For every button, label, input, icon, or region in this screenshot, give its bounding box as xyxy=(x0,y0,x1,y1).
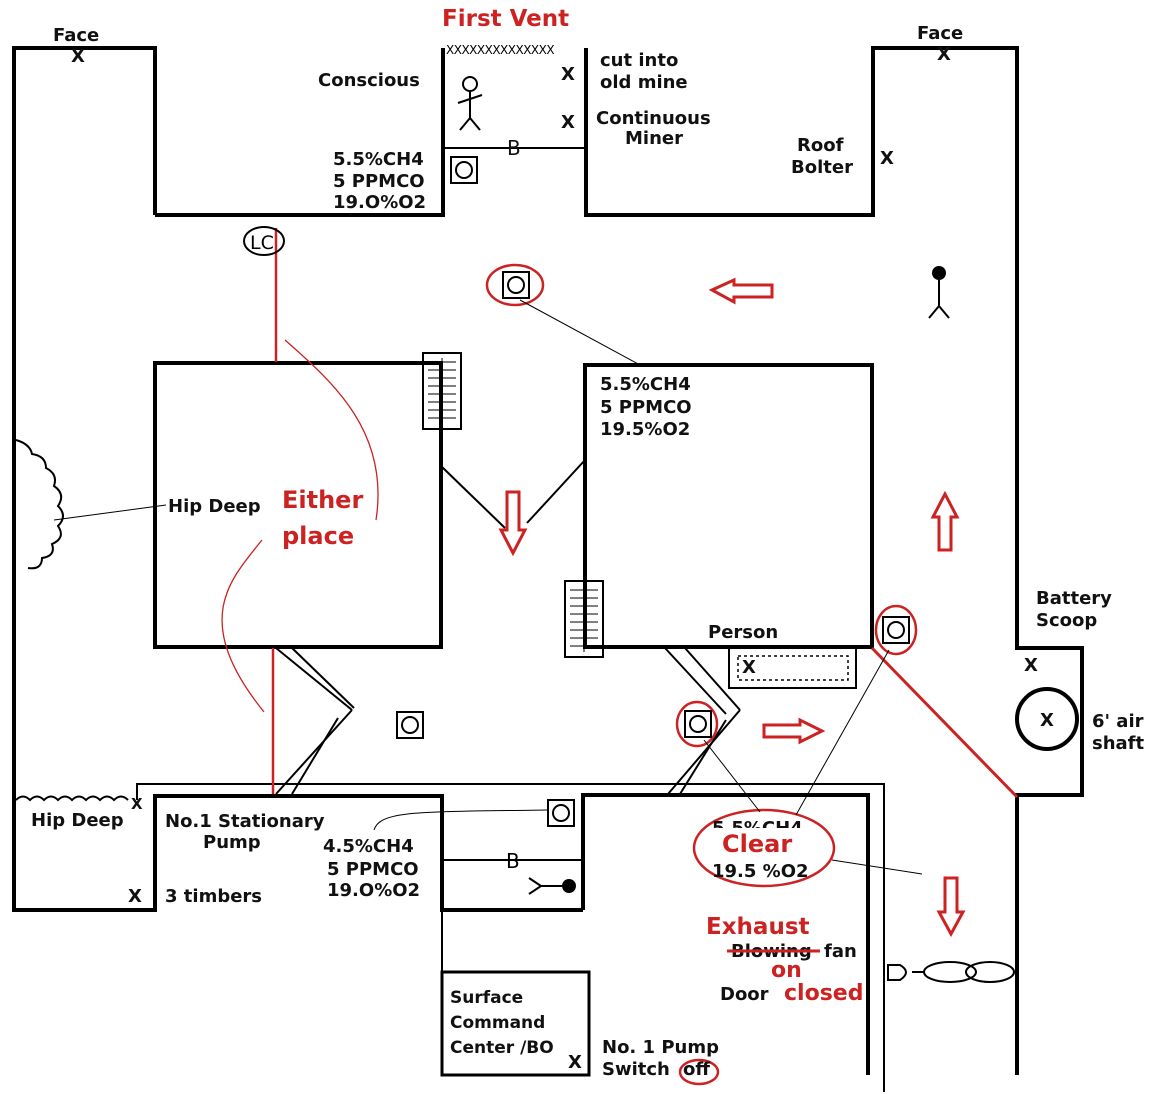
roof-fall-left xyxy=(15,439,64,570)
ventilation-controls xyxy=(275,459,741,795)
mine-walls xyxy=(12,46,1084,1077)
on-label: on xyxy=(771,958,802,983)
air-shaft-icon xyxy=(1015,687,1079,751)
gas-mid-co: 5 PPMCO xyxy=(600,397,692,418)
gas-low-co: 5 PPMCO xyxy=(327,859,419,880)
door-label: Door xyxy=(720,984,769,1005)
either-label: Either xyxy=(282,486,363,514)
person-icon-conscious xyxy=(457,76,483,131)
overcast-ladder-top xyxy=(422,352,462,430)
highlight-circles xyxy=(485,263,918,1086)
roof-fall-bottom xyxy=(15,795,129,802)
b-low-label: B xyxy=(506,849,520,873)
timbers-x: X xyxy=(128,886,142,907)
face-right-label: Face xyxy=(917,23,963,44)
arrow-down-mid xyxy=(498,490,528,557)
roof-bolter-label-2: Bolter xyxy=(791,157,853,178)
cut-into-label-2: old mine xyxy=(600,72,688,93)
no1-pump-label: No. 1 Pump xyxy=(602,1037,719,1058)
off-label: off xyxy=(683,1059,710,1080)
arrow-left-top xyxy=(708,277,774,305)
lifeline xyxy=(221,228,1019,799)
closed-label: closed xyxy=(784,981,863,1006)
battery-scoop-label-1: Battery xyxy=(1036,588,1112,609)
exhaust-fan-icon xyxy=(887,961,1015,983)
monitor-icon xyxy=(882,616,910,644)
hip-deep-bottom-label: Hip Deep xyxy=(31,810,124,831)
monitor-icon xyxy=(502,271,530,299)
place-label: place xyxy=(282,522,354,550)
clear-label: Clear xyxy=(722,830,792,858)
gas-low-o2: 19.O%O2 xyxy=(327,880,420,901)
b-top-label: B xyxy=(507,136,521,160)
gas-top-co: 5 PPMCO xyxy=(333,171,425,192)
timbers-label: 3 timbers xyxy=(165,886,262,907)
cut-into-label-1: cut into xyxy=(600,50,678,71)
person-label: Person xyxy=(708,622,778,643)
monitor-icon xyxy=(396,711,424,739)
gas-right-ch4: 5.5%CH4 xyxy=(712,818,803,839)
person-icon-right xyxy=(928,266,950,319)
arrow-up-right xyxy=(930,490,960,552)
cut-x: X xyxy=(561,64,575,85)
surface-label-3: Center /BO xyxy=(450,1038,554,1058)
person-icon-lying xyxy=(528,877,576,895)
hip-deep-mid-label: Hip Deep xyxy=(168,496,261,517)
continuous-miner-label-1: Continuous xyxy=(596,108,711,129)
exhaust-label: Exhaust xyxy=(706,914,810,940)
surface-label-1: Surface xyxy=(450,988,523,1008)
pump-switch-x: X xyxy=(568,1052,582,1073)
arrow-right-low xyxy=(762,717,826,745)
face-left-x: X xyxy=(71,46,85,67)
gas-top-ch4: 5.5%CH4 xyxy=(333,149,424,170)
monitor-icons xyxy=(396,156,910,827)
stationary-pump-label-1: No.1 Stationary xyxy=(165,811,325,832)
airflow-arrows xyxy=(498,277,966,938)
first-vent-marks: XXXXXXXXXXXXXX xyxy=(446,43,554,57)
overcast-ladder-low xyxy=(564,580,604,658)
conscious-label: Conscious xyxy=(318,70,420,91)
gas-right-o2: 19.5 %O2 xyxy=(712,861,809,882)
hip-deep-x: X xyxy=(131,795,143,813)
battery-scoop-label-2: Scoop xyxy=(1036,610,1097,631)
arrow-down-right xyxy=(936,876,966,938)
miner-x: X xyxy=(561,112,575,133)
surface-label-2: Command xyxy=(450,1013,545,1033)
roof-bolter-label-1: Roof xyxy=(797,135,844,156)
air-shaft-label-2: shaft xyxy=(1092,733,1145,754)
gas-top-o2: 19.O%O2 xyxy=(333,192,426,213)
stationary-pump-label-2: Pump xyxy=(203,832,261,853)
person-x: X xyxy=(742,657,756,678)
scoop-x: X xyxy=(1024,655,1038,676)
first-vent-label: First Vent xyxy=(442,6,569,32)
roof-bolter-x: X xyxy=(880,148,894,169)
lc-label: LC xyxy=(250,232,274,254)
gas-mid-ch4: 5.5%CH4 xyxy=(600,374,691,395)
monitor-icon xyxy=(547,799,575,827)
gas-mid-o2: 19.5%O2 xyxy=(600,419,690,440)
continuous-miner-label-2: Miner xyxy=(625,128,683,149)
face-right-x: X xyxy=(937,44,951,65)
gas-low-ch4: 4.5%CH4 xyxy=(323,836,414,857)
face-left-label: Face xyxy=(53,25,99,46)
air-shaft-label-1: 6' air xyxy=(1092,711,1144,732)
monitor-icon xyxy=(684,710,712,738)
monitor-icon xyxy=(450,156,478,184)
fan-label: fan xyxy=(824,941,857,962)
air-shaft-x: X xyxy=(1040,710,1054,731)
switch-label: Switch xyxy=(602,1059,670,1080)
lifeline-cache-icon xyxy=(243,226,285,256)
